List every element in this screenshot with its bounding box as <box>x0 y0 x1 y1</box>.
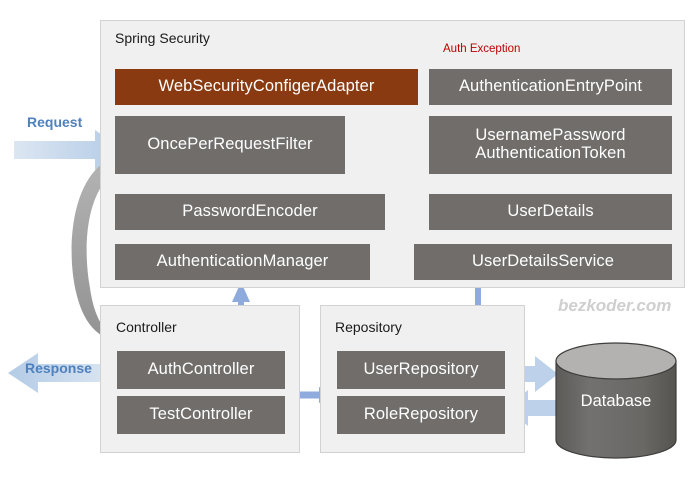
request-label: Request <box>27 114 83 130</box>
box-password-encoder[interactable]: PasswordEncoder <box>115 194 385 230</box>
box-authentication-manager[interactable]: AuthenticationManager <box>115 244 370 280</box>
watermark: bezkoder.com <box>558 296 672 315</box>
box-role-repository[interactable]: RoleRepository <box>337 396 505 434</box>
box-user-details-service[interactable]: UserDetailsService <box>414 244 672 280</box>
filter-to-controller-curve-arrow <box>71 155 130 352</box>
box-web-security-configer-adapter[interactable]: WebSecurityConfigerAdapter <box>115 69 418 105</box>
box-once-per-request-filter[interactable]: OncePerRequestFilter <box>115 116 345 174</box>
auth-exception-label: Auth Exception <box>443 43 521 55</box>
box-auth-controller[interactable]: AuthController <box>117 351 285 389</box>
group-repository-title: Repository <box>335 319 402 335</box>
repository-to-database-arrow <box>503 356 558 392</box>
box-authentication-entry-point[interactable]: AuthenticationEntryPoint <box>429 69 672 105</box>
request-arrow <box>14 130 124 170</box>
group-spring-security-title: Spring Security <box>115 30 210 46</box>
box-test-controller[interactable]: TestController <box>117 396 285 434</box>
response-label: Response <box>25 360 92 376</box>
database-label: Database <box>580 392 652 410</box>
box-user-details[interactable]: UserDetails <box>429 194 672 230</box>
box-username-password-authentication-token[interactable]: UsernamePassword AuthenticationToken <box>429 116 672 174</box>
response-arrow <box>8 353 113 393</box>
group-controller-title: Controller <box>116 319 177 335</box>
box-user-repository[interactable]: UserRepository <box>337 351 505 389</box>
